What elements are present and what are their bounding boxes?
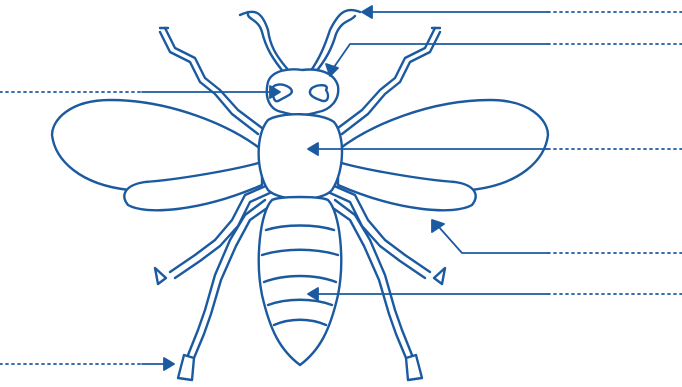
antenna-pointer: [362, 6, 682, 18]
right-wing: [338, 100, 548, 210]
leg-pointer: [0, 358, 174, 370]
wing-pointer: [432, 220, 682, 253]
left-wing: [52, 100, 262, 210]
hind-leg-left: [178, 200, 270, 380]
head-pointer: [0, 86, 280, 98]
abdomen-pointer: [308, 288, 682, 300]
thorax: [259, 114, 342, 199]
eye-pointer: [326, 44, 682, 76]
hind-leg-right: [330, 200, 422, 380]
antenna-left: [240, 12, 290, 74]
abdomen: [259, 197, 341, 365]
